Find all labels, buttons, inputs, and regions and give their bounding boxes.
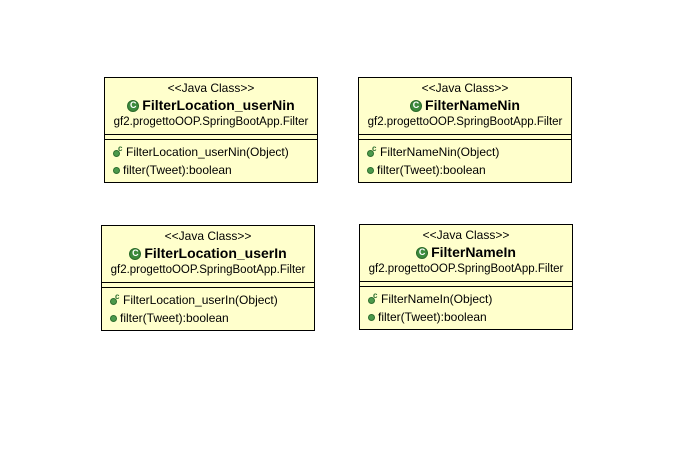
method-label: filter(Tweet):boolean — [378, 310, 487, 324]
constructor-icon: c — [110, 292, 120, 305]
class-name: C FilterLocation_userIn — [102, 244, 314, 263]
attributes-compartment — [359, 134, 571, 139]
class-box-filternamenin[interactable]: <<Java Class>> C FilterNameNin gf2.proge… — [358, 77, 572, 183]
class-header: <<Java Class>> C FilterLocation_userIn g… — [102, 226, 314, 282]
operations-compartment: c FilterNameIn(Object) filter(Tweet):boo… — [360, 286, 572, 326]
constructor-icon: c — [367, 144, 377, 157]
class-c-icon: C — [416, 246, 429, 259]
method-row[interactable]: filter(Tweet):boolean — [110, 309, 314, 327]
public-method-icon — [113, 166, 120, 174]
class-name-text: FilterNameIn — [431, 244, 516, 260]
method-row[interactable]: filter(Tweet):boolean — [113, 161, 317, 179]
constructor-label: FilterNameIn(Object) — [381, 292, 493, 306]
class-c-icon: C — [129, 247, 142, 260]
method-row[interactable]: filter(Tweet):boolean — [368, 308, 572, 326]
class-name-text: FilterLocation_userNin — [142, 97, 295, 113]
public-method-icon — [110, 314, 117, 322]
class-name: C FilterLocation_userNin — [105, 96, 317, 115]
class-c-icon: C — [127, 99, 140, 112]
class-header: <<Java Class>> C FilterLocation_userNin … — [105, 78, 317, 134]
stereotype-label: <<Java Class>> — [167, 81, 255, 95]
package-label: gf2.progettoOOP.SpringBootApp.Filter — [110, 264, 306, 276]
constructor-row[interactable]: c FilterNameNin(Object) — [367, 143, 571, 161]
method-label: filter(Tweet):boolean — [120, 311, 229, 325]
operations-compartment: c FilterLocation_userIn(Object) filter(T… — [102, 287, 314, 327]
constructor-row[interactable]: c FilterLocation_userNin(Object) — [113, 143, 317, 161]
package-label: gf2.progettoOOP.SpringBootApp.Filter — [368, 263, 564, 275]
method-row[interactable]: filter(Tweet):boolean — [367, 161, 571, 179]
method-label: filter(Tweet):boolean — [377, 163, 486, 177]
constructor-icon: c — [113, 144, 123, 157]
stereotype-label: <<Java Class>> — [422, 228, 510, 242]
class-c-icon: C — [410, 99, 423, 112]
stereotype-label: <<Java Class>> — [421, 81, 509, 95]
constructor-label: FilterLocation_userNin(Object) — [126, 145, 289, 159]
class-name: C FilterNameNin — [359, 96, 571, 115]
class-box-filternamein[interactable]: <<Java Class>> C FilterNameIn gf2.proget… — [359, 224, 573, 330]
attributes-compartment — [360, 281, 572, 286]
constructor-row[interactable]: c FilterNameIn(Object) — [368, 290, 572, 308]
class-name-text: FilterLocation_userIn — [144, 245, 287, 261]
class-box-filterlocation-userin[interactable]: <<Java Class>> C FilterLocation_userIn g… — [101, 225, 315, 331]
constructor-label: FilterLocation_userIn(Object) — [123, 293, 278, 307]
public-method-icon — [368, 313, 375, 321]
class-box-filterlocation-usernin[interactable]: <<Java Class>> C FilterLocation_userNin … — [104, 77, 318, 183]
attributes-compartment — [102, 282, 314, 287]
stereotype-label: <<Java Class>> — [164, 229, 252, 243]
class-header: <<Java Class>> C FilterNameIn gf2.proget… — [360, 225, 572, 281]
method-label: filter(Tweet):boolean — [123, 163, 232, 177]
class-header: <<Java Class>> C FilterNameNin gf2.proge… — [359, 78, 571, 134]
operations-compartment: c FilterLocation_userNin(Object) filter(… — [105, 139, 317, 179]
public-method-icon — [367, 166, 374, 174]
package-label: gf2.progettoOOP.SpringBootApp.Filter — [113, 116, 309, 128]
class-name: C FilterNameIn — [360, 243, 572, 262]
constructor-row[interactable]: c FilterLocation_userIn(Object) — [110, 291, 314, 309]
operations-compartment: c FilterNameNin(Object) filter(Tweet):bo… — [359, 139, 571, 179]
class-name-text: FilterNameNin — [425, 97, 520, 113]
package-label: gf2.progettoOOP.SpringBootApp.Filter — [367, 116, 563, 128]
constructor-label: FilterNameNin(Object) — [380, 145, 500, 159]
constructor-icon: c — [368, 291, 378, 304]
attributes-compartment — [105, 134, 317, 139]
